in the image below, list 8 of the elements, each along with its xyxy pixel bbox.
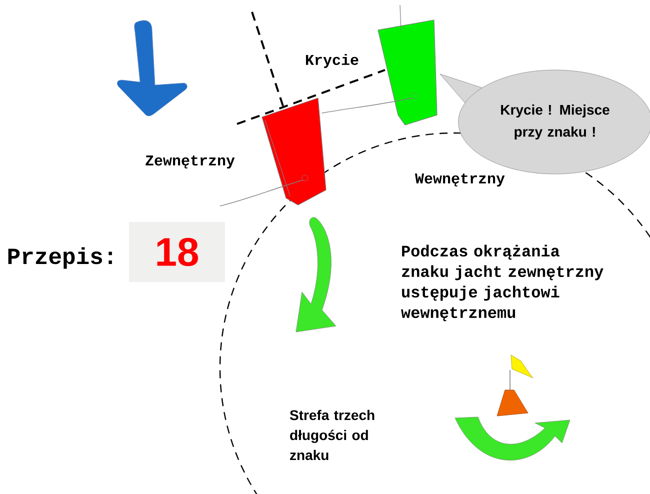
label: Krycie [306,54,358,68]
label: Zewnętrzny [146,155,235,169]
speech-bubble: Krycie ! Miejsce przy znaku ! [440,70,650,174]
rule-label: Przepis: [8,247,112,269]
label: Strefa trzech długości od znaku [290,410,374,460]
label: Wewnętrzny [415,173,505,187]
note: Podczas okrążania znaku jacht zewnętrzny ustępuje jachtowi wewnętrznemu [401,244,604,322]
rule-number-badge: 18 [129,222,225,282]
